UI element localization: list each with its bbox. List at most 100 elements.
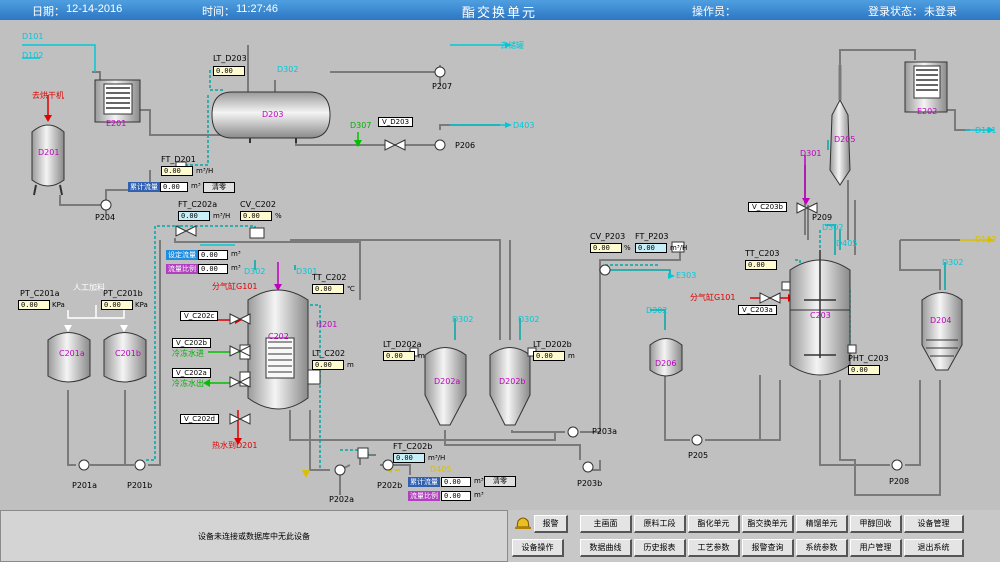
nav-distill-button[interactable]: 精馏单元 bbox=[796, 515, 848, 533]
d206-label: D206 bbox=[655, 359, 677, 368]
lt-d202b-unit: m bbox=[568, 352, 575, 360]
lt-d203-label: LT_D203 bbox=[213, 54, 247, 63]
d201-tank[interactable] bbox=[31, 124, 65, 196]
ft-c202a-value: 0.00 bbox=[178, 211, 210, 221]
nav-history-button[interactable]: 历史报表 bbox=[634, 539, 686, 557]
v-c202a-tag[interactable]: V_C202a bbox=[172, 368, 211, 378]
d203-label: D203 bbox=[262, 110, 284, 119]
v-c202b-tag[interactable]: V_C202b bbox=[172, 338, 211, 348]
lt-d202a-unit: m bbox=[418, 352, 425, 360]
nav-methanol-button[interactable]: 甲醇回收 bbox=[850, 515, 902, 533]
nav-alarm-button[interactable]: 报警 bbox=[534, 515, 568, 533]
ft-c202b-reset-button[interactable]: 清零 bbox=[484, 476, 516, 487]
nav-params-button[interactable]: 工艺参数 bbox=[688, 539, 740, 557]
d205-column[interactable] bbox=[829, 65, 851, 186]
coolant-out-label: 冷冻水出 bbox=[172, 379, 204, 388]
ft-d201-cum-unit: m³ bbox=[191, 182, 201, 190]
d202b-vent-label: D302 bbox=[518, 315, 540, 324]
nav-esterify-button[interactable]: 酯化单元 bbox=[688, 515, 740, 533]
ft-d201-reset-button[interactable]: 清零 bbox=[203, 182, 235, 193]
p207-pump bbox=[434, 66, 446, 78]
flow-ratio-value[interactable]: 0.00 bbox=[198, 264, 228, 274]
manual-add-label: 人工加料 bbox=[73, 283, 105, 292]
v-c203a-tag[interactable]: V_C203a bbox=[738, 305, 777, 315]
hot-water-label: 热水到D201 bbox=[212, 441, 258, 450]
c203-top2-label: D405 bbox=[836, 239, 858, 248]
p205-label: P205 bbox=[688, 451, 709, 460]
header-bar: 日期： 12-14-2016 时间： 11:27:46 酯交换单元 操作员： 登… bbox=[0, 0, 1000, 20]
p201a-pump bbox=[78, 459, 90, 471]
v-c202c-tag[interactable]: V_C202c bbox=[180, 311, 219, 321]
c201a-tank[interactable] bbox=[47, 332, 91, 383]
p206-pump bbox=[434, 139, 446, 151]
tt-c202-unit: ℃ bbox=[347, 285, 355, 293]
c203-reactor[interactable] bbox=[789, 250, 851, 376]
p202b-pump bbox=[382, 459, 394, 471]
p201a-label: P201a bbox=[72, 481, 97, 490]
c203-top-label: D302 bbox=[822, 223, 844, 232]
v-d203-tag[interactable]: V_D203 bbox=[378, 117, 414, 127]
p203b-label: P203b bbox=[577, 479, 603, 488]
lt-c202-label: LT_C202 bbox=[312, 349, 346, 358]
d307-label: D307 bbox=[350, 121, 372, 130]
lt-d202b-value: 0.00 bbox=[533, 351, 565, 361]
d202b-tank[interactable] bbox=[489, 347, 531, 426]
set-flow-unit: m³ bbox=[231, 250, 241, 258]
nav-main-button[interactable]: 主画面 bbox=[580, 515, 632, 533]
nav-transester-button[interactable]: 酯交换单元 bbox=[742, 515, 794, 533]
ft-d201-cum-value: 0.00 bbox=[160, 182, 188, 192]
nav-alarm-query-button[interactable]: 报警查询 bbox=[742, 539, 794, 557]
d206-vent-label: D302 bbox=[646, 306, 668, 315]
pt-c201a-value: 0.00 bbox=[18, 300, 50, 310]
pumps[interactable] bbox=[78, 66, 903, 476]
c202-reactor[interactable] bbox=[239, 289, 321, 410]
time-label: 时间： bbox=[202, 6, 235, 18]
p204-label: P204 bbox=[95, 213, 116, 222]
ft-c202b-ratio-unit: m³ bbox=[474, 491, 484, 499]
sulfur2-label: 分气缸G101 bbox=[690, 293, 736, 302]
login-status: 未登录 bbox=[924, 6, 957, 18]
d204-vent-label: D302 bbox=[942, 258, 964, 267]
ft-p203-unit: m³/H bbox=[670, 244, 688, 252]
cv-p203-unit: % bbox=[624, 244, 631, 252]
ft-c202b-ratio-value[interactable]: 0.00 bbox=[441, 491, 471, 501]
c203-label: C203 bbox=[810, 311, 831, 320]
p206-label: P206 bbox=[455, 141, 476, 150]
nav-device-button[interactable]: 设备管理 bbox=[904, 515, 964, 533]
d101-right-label: D101 bbox=[975, 126, 997, 135]
d206-tank[interactable] bbox=[649, 338, 683, 377]
nav-raw-button[interactable]: 原料工段 bbox=[634, 515, 686, 533]
pt-c201b-label: PT_C201b bbox=[103, 289, 143, 298]
p202a-label: P202a bbox=[329, 495, 354, 504]
nav-users-button[interactable]: 用户管理 bbox=[850, 539, 902, 557]
p208-pump bbox=[891, 459, 903, 471]
d202a-tank[interactable] bbox=[424, 347, 467, 426]
nav-operate-button[interactable]: 设备操作 bbox=[512, 539, 564, 557]
e202-exchanger[interactable] bbox=[904, 61, 948, 113]
p204-pump bbox=[100, 199, 112, 211]
v-c202d-tag[interactable]: V_C202d bbox=[180, 414, 219, 424]
ft-d201-label: FT_D201 bbox=[161, 155, 196, 164]
p203b-pump bbox=[582, 461, 594, 473]
c203-top-cyan bbox=[825, 224, 836, 255]
v-c203b-tag[interactable]: V_C203b bbox=[748, 202, 787, 212]
d204-tank[interactable] bbox=[921, 292, 963, 371]
d203-tank[interactable] bbox=[211, 91, 331, 143]
d206-vent bbox=[650, 309, 666, 330]
d102-label: D102 bbox=[22, 51, 44, 60]
set-flow-value[interactable]: 0.00 bbox=[198, 250, 228, 260]
ft-c202b-value: 0.00 bbox=[393, 453, 425, 463]
nav-exit-button[interactable]: 退出系统 bbox=[904, 539, 964, 557]
date-value: 12-14-2016 bbox=[66, 3, 123, 15]
flow-ratio-label: 流量比例 bbox=[166, 264, 198, 274]
lt-d202a-value: 0.00 bbox=[383, 351, 415, 361]
date-label: 日期： bbox=[32, 6, 65, 18]
process-diagram bbox=[22, 42, 995, 496]
e201-exchanger[interactable] bbox=[94, 79, 141, 123]
ft-c202b-label: FT_C202b bbox=[393, 442, 433, 451]
nav-sysparam-button[interactable]: 系统参数 bbox=[796, 539, 848, 557]
d201-label: D201 bbox=[38, 148, 60, 157]
c201b-tank[interactable] bbox=[103, 332, 147, 383]
nav-curve-button[interactable]: 数据曲线 bbox=[580, 539, 632, 557]
p207-label: P207 bbox=[432, 82, 453, 91]
